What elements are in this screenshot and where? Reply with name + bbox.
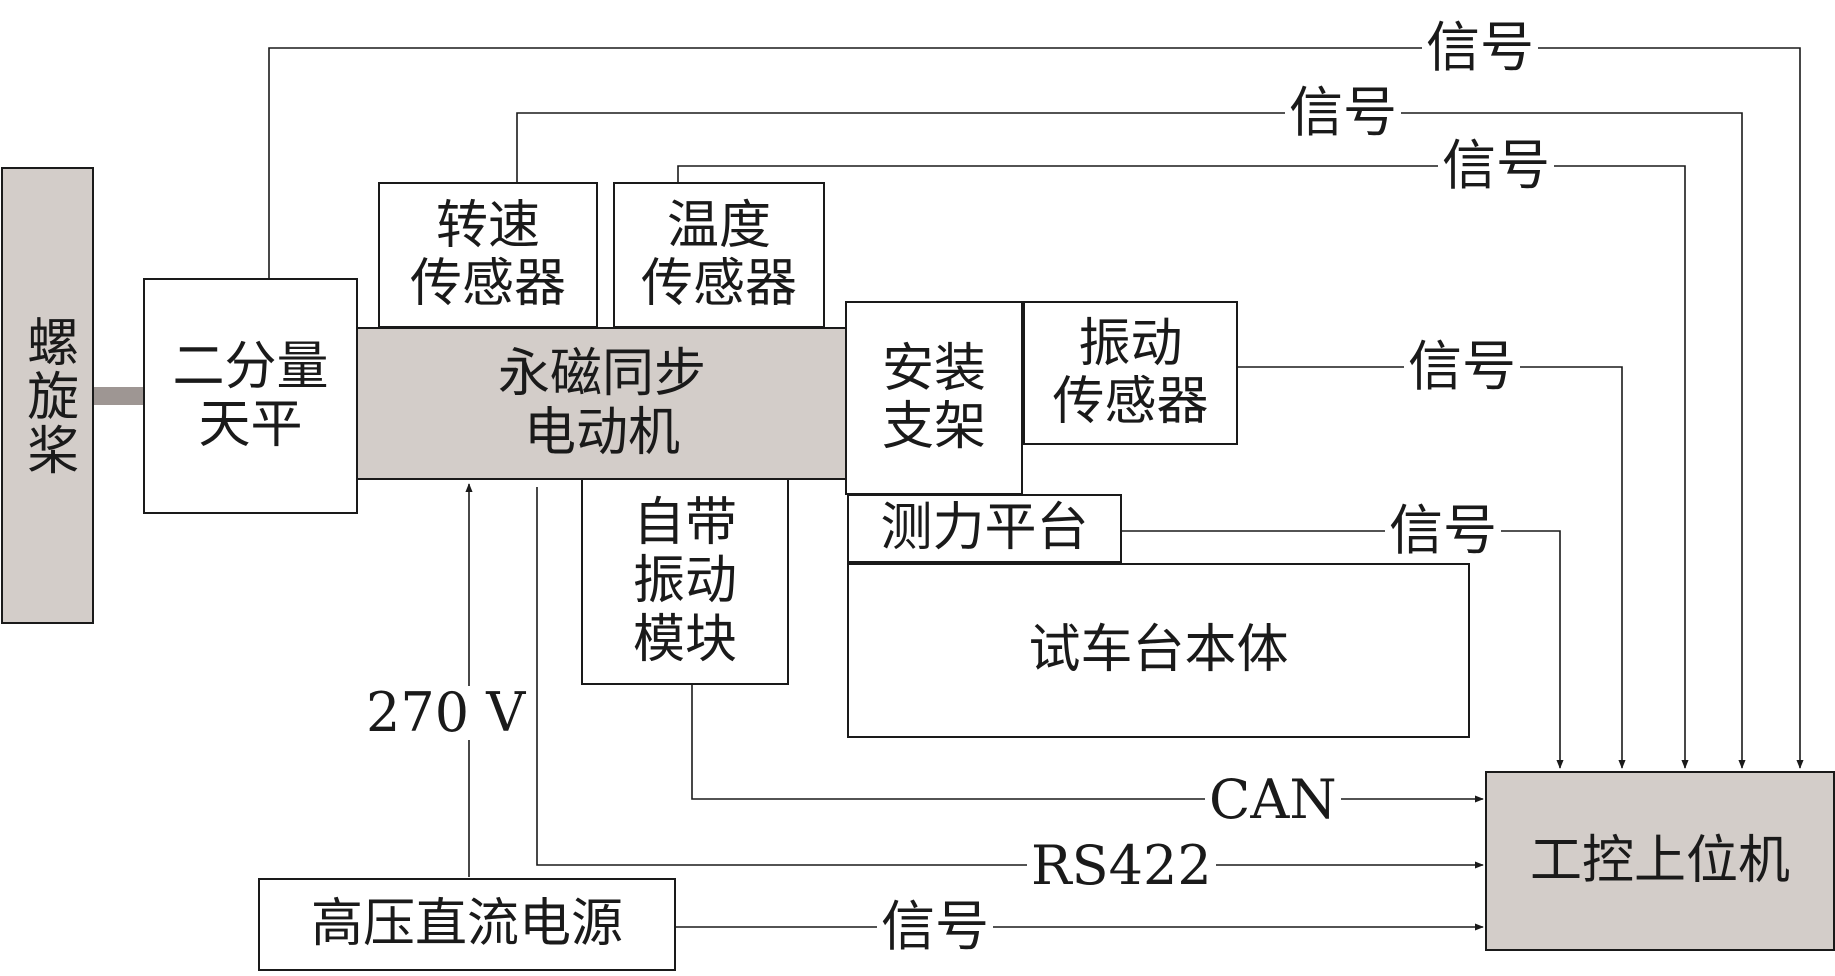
line-vibration-signal (1237, 366, 1626, 769)
vibration-module-label-1: 自带 (632, 493, 737, 554)
test-bench-block: 试车台本体 (847, 563, 1470, 738)
balance-block: 二分量 天平 (143, 278, 358, 514)
line-balance-signal (268, 47, 1804, 769)
bracket-label-2: 支架 (881, 397, 986, 457)
signal-label-vibration: 信号 (1404, 340, 1520, 394)
signal-label-platform: 信号 (1385, 504, 1501, 558)
bracket-label-1: 安装 (881, 338, 986, 399)
speed-sensor-label-2: 传感器 (409, 254, 566, 314)
line-temp-signal (677, 165, 1689, 769)
vibration-sensor-label-1: 振动 (1078, 313, 1183, 374)
vibration-module-label-3: 模块 (632, 609, 737, 670)
speed-sensor-block: 转速 传感器 (378, 182, 598, 328)
host-computer-label: 工控上位机 (1529, 830, 1790, 891)
motor-label-2: 电动机 (523, 402, 680, 463)
voltage-label: 270 V (362, 686, 530, 740)
balance-label-1: 二分量 (172, 336, 329, 397)
propeller-shaft (92, 387, 143, 405)
propeller-label: 螺旋桨 (17, 314, 78, 477)
speed-sensor-label-1: 转速 (435, 195, 540, 256)
force-platform-block: 测力平台 (847, 494, 1122, 563)
temp-sensor-block: 温度 传感器 (613, 182, 825, 328)
temp-sensor-label-1: 温度 (666, 195, 771, 256)
force-platform-label: 测力平台 (880, 498, 1089, 559)
temp-sensor-label-2: 传感器 (640, 254, 797, 314)
motor-block: 永磁同步 电动机 (356, 327, 848, 480)
vibration-sensor-block: 振动 传感器 (1023, 301, 1238, 445)
vibration-sensor-label-2: 传感器 (1052, 372, 1209, 432)
vibration-module-block: 自带 振动 模块 (581, 478, 789, 685)
line-speed-signal (516, 112, 1746, 769)
rs422-label: RS422 (1027, 839, 1216, 893)
signal-label-power: 信号 (877, 900, 993, 954)
propeller-block: 螺旋桨 (1, 167, 94, 624)
line-platform-signal (1120, 530, 1564, 769)
motor-label-1: 永磁同步 (497, 344, 706, 405)
power-supply-label: 高压直流电源 (310, 894, 623, 955)
balance-label-2: 天平 (198, 395, 303, 455)
bracket-block: 安装 支架 (845, 301, 1023, 495)
can-label: CAN (1205, 773, 1341, 827)
signal-label-temp: 信号 (1438, 139, 1554, 193)
test-bench-label: 试车台本体 (1028, 620, 1289, 681)
signal-label-balance: 信号 (1422, 21, 1538, 75)
power-supply-block: 高压直流电源 (258, 878, 676, 971)
signal-label-speed: 信号 (1285, 86, 1401, 140)
host-computer-block: 工控上位机 (1485, 771, 1835, 951)
vibration-module-label-2: 振动 (632, 551, 737, 612)
